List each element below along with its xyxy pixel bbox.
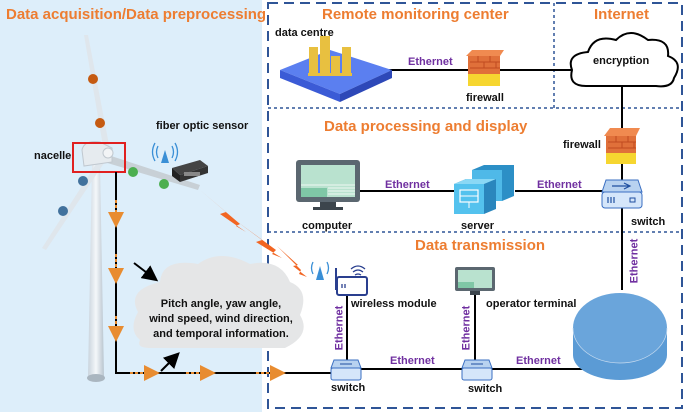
label-data-centre: data centre xyxy=(275,27,334,39)
database-icon xyxy=(572,293,668,380)
cloud-pointer-arrow-1 xyxy=(133,262,159,282)
label-firewall-right: firewall xyxy=(563,139,601,151)
label-computer: computer xyxy=(302,220,353,232)
cloud-line-3: and temporal information. xyxy=(153,328,289,340)
operator-terminal-icon xyxy=(455,267,495,295)
computer-icon xyxy=(296,160,360,210)
section-title-transmission: Data transmission xyxy=(415,237,546,254)
lightning-bolt-icon xyxy=(235,220,282,258)
antenna-signal-icon xyxy=(151,142,179,163)
label-wireless-module: wireless module xyxy=(351,298,437,310)
ethernet-label: Ethernet xyxy=(516,355,561,367)
cloud-info-text: Pitch angle, yaw angle, wind speed, wind… xyxy=(136,297,306,342)
lightning-bolt-icon xyxy=(200,190,246,232)
ethernet-label: Ethernet xyxy=(537,179,582,191)
label-fiber-optic-sensor: fiber optic sensor xyxy=(156,120,249,132)
label-server: server xyxy=(461,220,495,232)
label-firewall-top: firewall xyxy=(466,92,504,104)
nacelle-highlight xyxy=(72,142,126,173)
cloud-line-2: wind speed, wind direction, xyxy=(149,313,293,325)
section-title-processing: Data processing and display xyxy=(324,118,528,135)
label-switch-mid: switch xyxy=(468,383,503,395)
ethernet-label: Ethernet xyxy=(385,179,430,191)
label-switch-right: switch xyxy=(631,216,666,228)
ethernet-label-vertical: Ethernet xyxy=(628,238,641,284)
server-icon xyxy=(454,165,514,214)
data-centre-icon xyxy=(280,36,392,102)
cloud-pointer-arrow-2 xyxy=(160,352,180,372)
switch-left-icon xyxy=(330,359,362,381)
wireless-antenna-icon xyxy=(310,261,330,280)
label-encryption: encryption xyxy=(593,55,650,67)
switch-right-icon xyxy=(601,179,643,209)
label-nacelle: nacelle xyxy=(34,150,72,162)
encryption-cloud xyxy=(569,32,679,88)
fiber-optic-sensor-device xyxy=(172,160,208,182)
info-cloud xyxy=(133,256,304,348)
section-title-remote: Remote monitoring center xyxy=(322,6,509,23)
right-outer-border xyxy=(267,2,683,409)
ethernet-label-vertical: Ethernet xyxy=(460,305,473,351)
label-switch-left: switch xyxy=(331,382,366,394)
ethernet-label: Ethernet xyxy=(390,355,435,367)
firewall-icon xyxy=(466,50,504,86)
firewall-right-icon xyxy=(604,128,640,164)
wind-turbine xyxy=(42,35,200,382)
switch-mid-icon xyxy=(461,359,493,381)
wireless-module-icon xyxy=(335,265,368,296)
section-title-internet: Internet xyxy=(594,6,650,23)
ethernet-label: Ethernet xyxy=(408,56,453,68)
lightning-bolt-icon xyxy=(277,246,307,277)
cloud-line-1: Pitch angle, yaw angle, xyxy=(160,298,282,310)
section-title-acquisition: Data acquisition/Data preprocessing xyxy=(6,6,267,23)
label-operator-terminal: operator terminal xyxy=(486,298,577,310)
ethernet-label-vertical: Ethernet xyxy=(333,305,346,351)
